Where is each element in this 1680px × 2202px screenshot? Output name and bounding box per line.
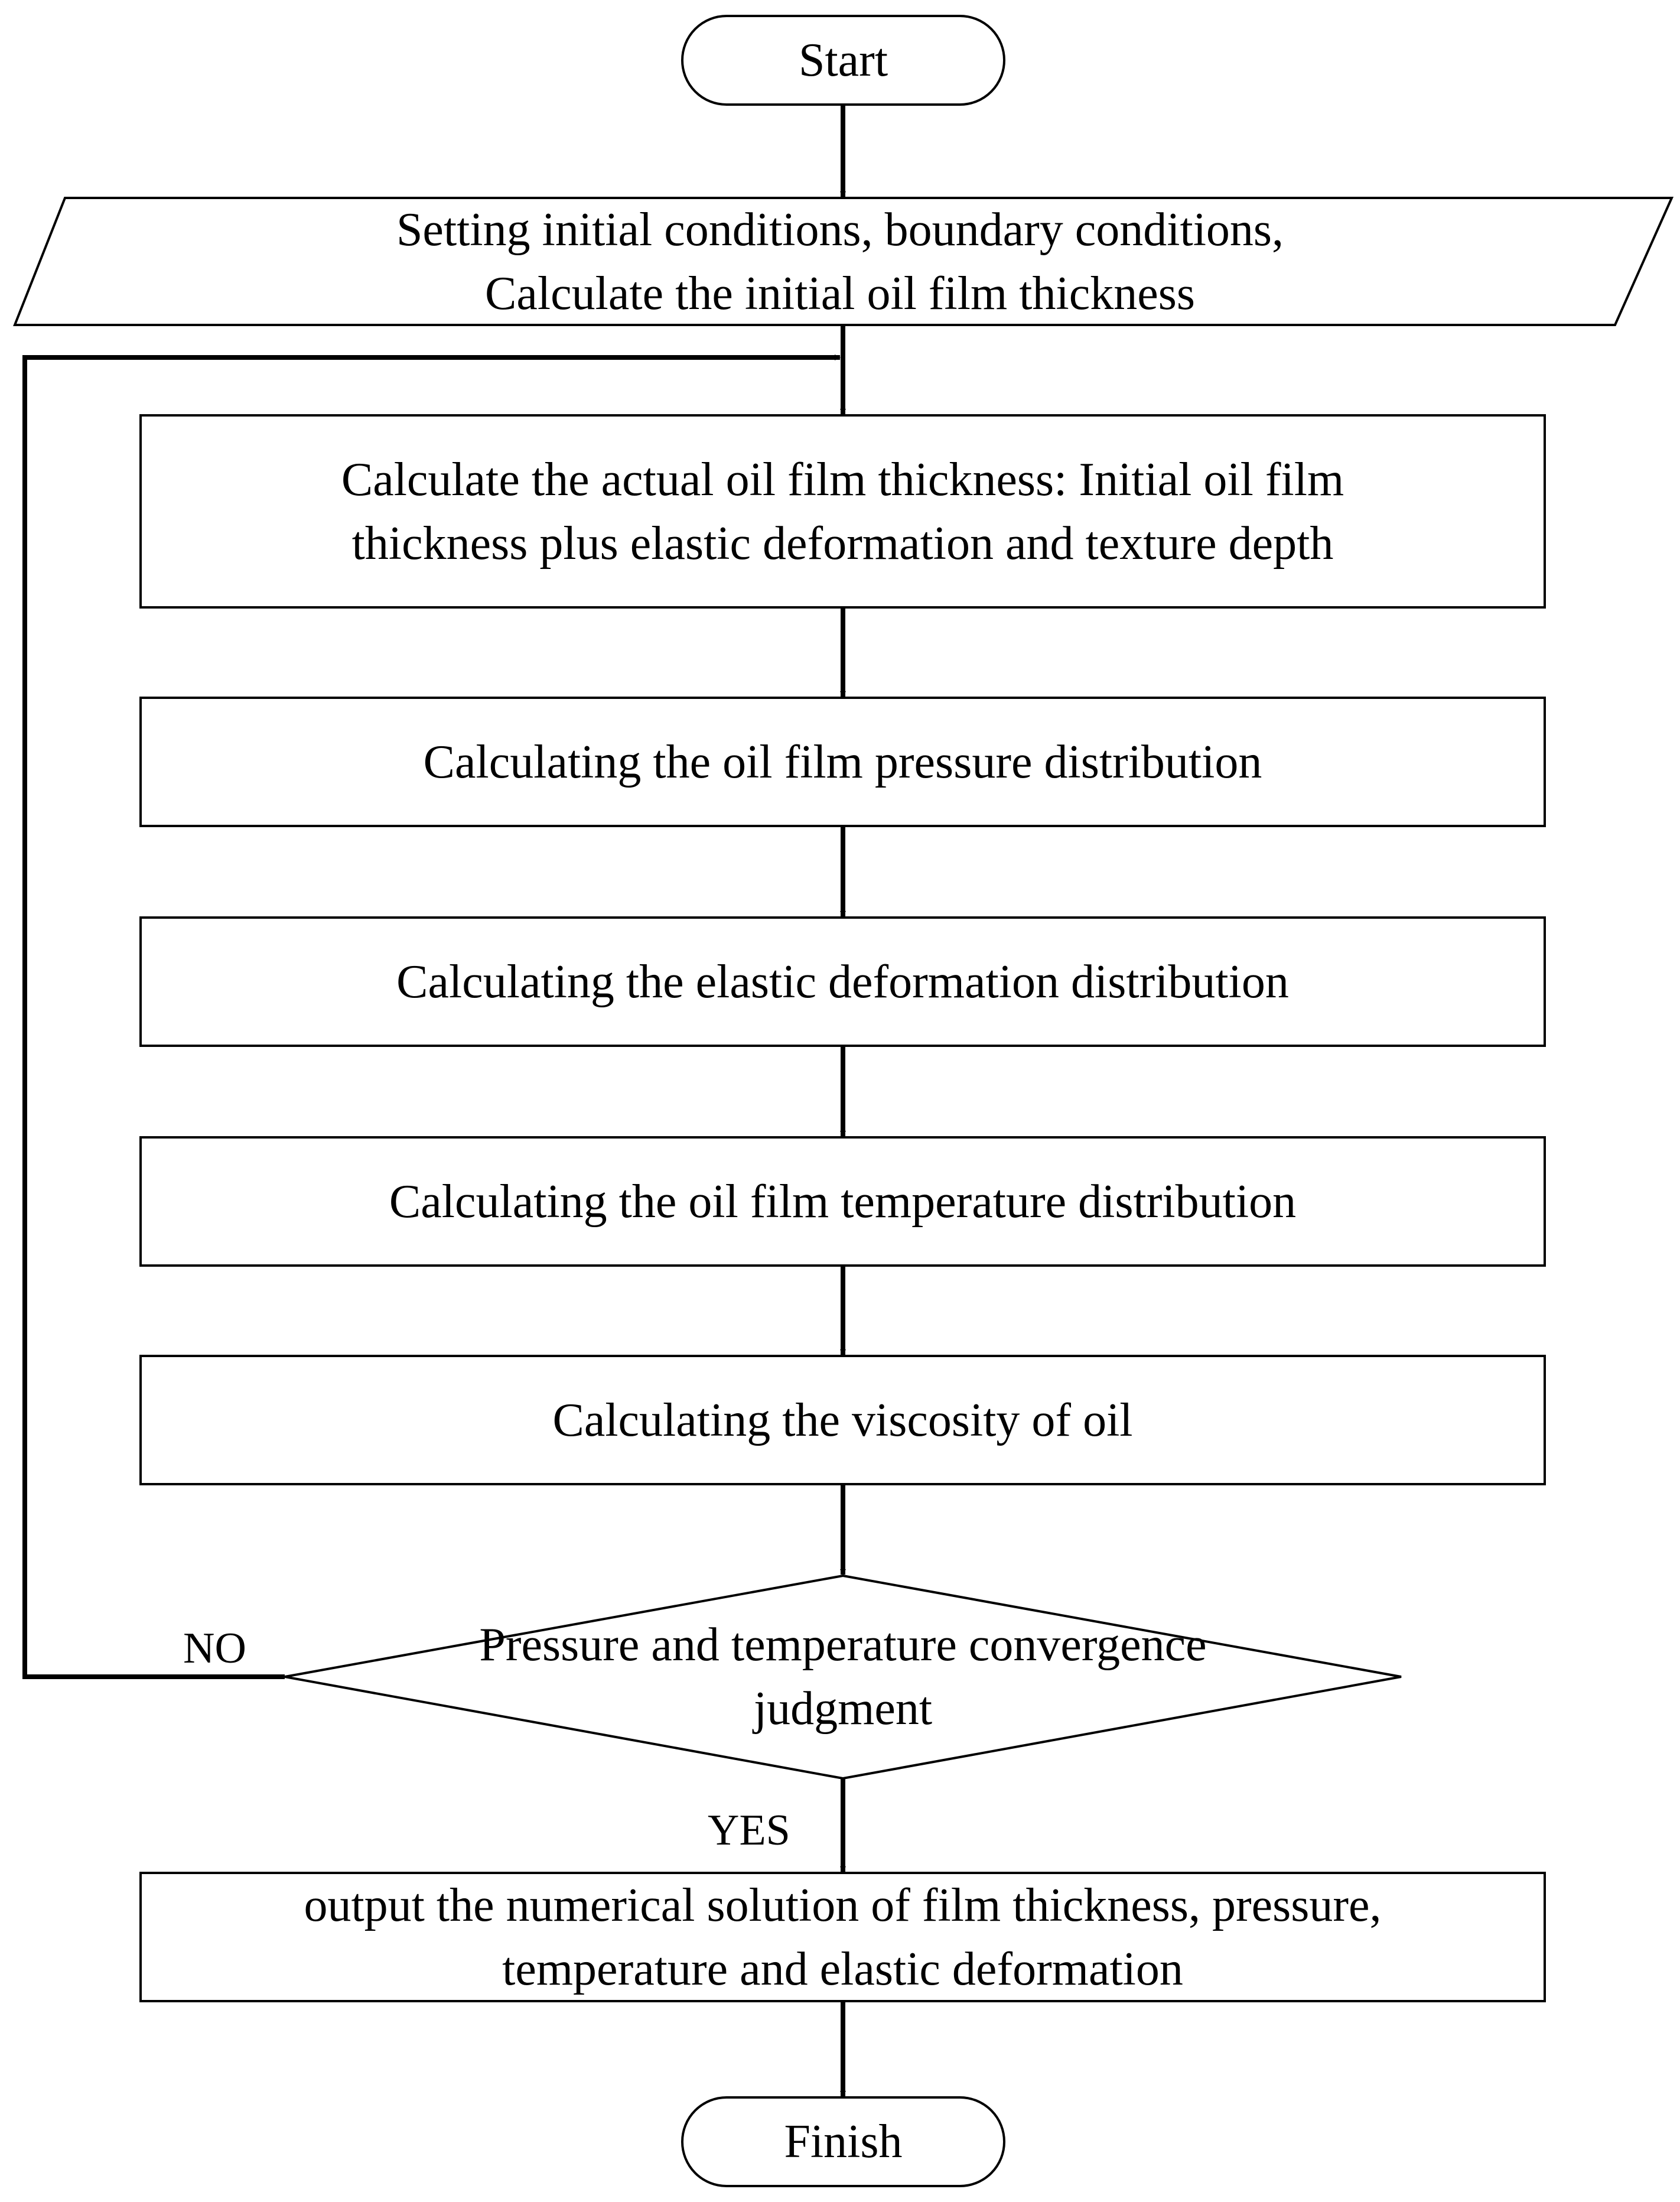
output-text-line1: output the numerical solution of film th…: [304, 1879, 1382, 1931]
input-text-line2: Calculate the initial oil film thickness: [485, 267, 1195, 320]
yes-branch-label: YES: [708, 1806, 790, 1855]
step2-text: Calculating the oil film pressure distri…: [423, 736, 1262, 788]
step1-label: Calculate the actual oil film thickness:…: [141, 415, 1545, 607]
step1-text-line2: thickness plus elastic deformation and t…: [351, 517, 1334, 570]
step2-label: Calculating the oil film pressure distri…: [141, 698, 1545, 826]
decision-text-line2: judgment: [753, 1683, 933, 1735]
input-text-line1: Setting initial conditions, boundary con…: [396, 203, 1284, 256]
decision-text-line1: Pressure and temperature convergence: [479, 1619, 1207, 1671]
finish-text: Finish: [784, 2116, 903, 2168]
output-text-line2: temperature and elastic deformation: [502, 1943, 1183, 1995]
step5-text: Calculating the viscosity of oil: [552, 1394, 1133, 1446]
step-box-3: [139, 916, 1546, 1047]
step5-label: Calculating the viscosity of oil: [141, 1356, 1545, 1484]
finish-label: Finish: [682, 2097, 1004, 2186]
step-box-1: [139, 414, 1546, 609]
no-branch-label: NO: [183, 1624, 246, 1673]
finish-terminal: [681, 2096, 1005, 2187]
step1-text-line1: Calculate the actual oil film thickness:…: [341, 453, 1344, 506]
start-label: Start: [682, 16, 1004, 105]
step3-label: Calculating the elastic deformation dist…: [141, 918, 1545, 1046]
start-text: Start: [798, 34, 888, 86]
input-parallelogram: [13, 197, 1674, 326]
step4-label: Calculating the oil film temperature dis…: [141, 1137, 1545, 1266]
step-box-2: [139, 697, 1546, 827]
output-label: output the numerical solution of film th…: [141, 1873, 1545, 2001]
step3-text: Calculating the elastic deformation dist…: [396, 955, 1289, 1008]
decision-label: Pressure and temperature convergence jud…: [354, 1607, 1331, 1746]
step4-text: Calculating the oil film temperature dis…: [389, 1175, 1297, 1228]
loop-back-connector: [22, 354, 841, 1679]
input-label: Setting initial conditions, boundary con…: [65, 198, 1615, 325]
step-box-5: [139, 1355, 1546, 1485]
